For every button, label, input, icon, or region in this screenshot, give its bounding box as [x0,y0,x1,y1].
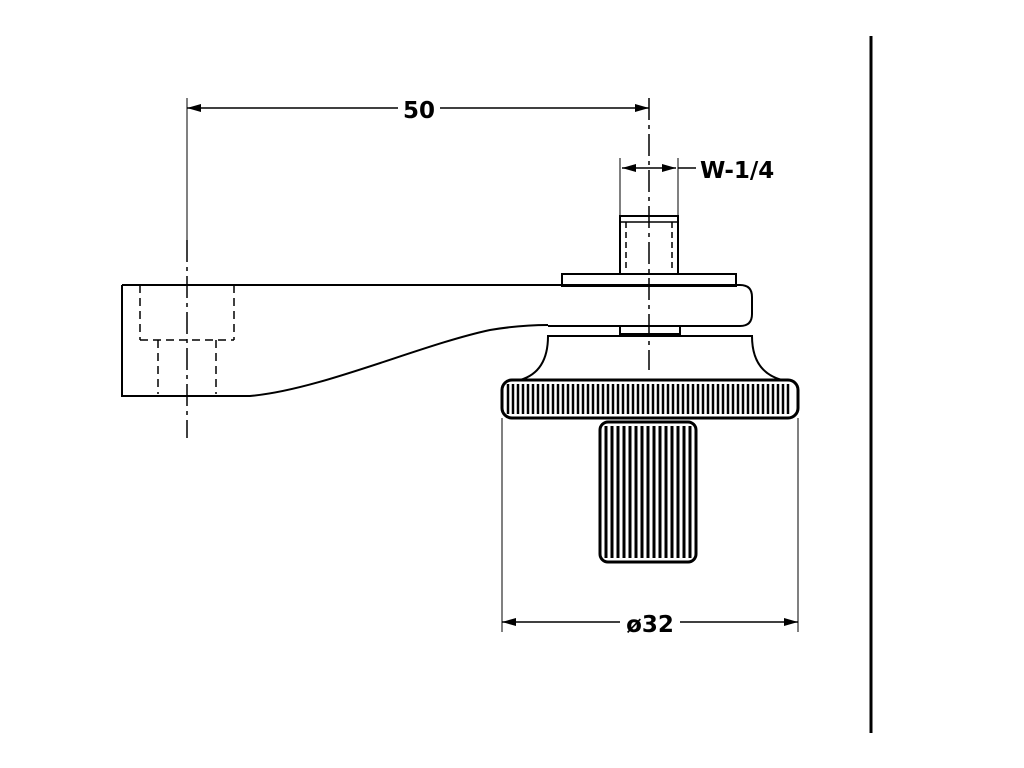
dimension-label-50: 50 [403,98,435,124]
dimension-thread: W-1/4 [619,158,774,216]
dimension-arm-length: 50 [186,98,649,240]
dimension-knob-diameter: ø32 [501,420,799,638]
head-block [519,273,783,381]
knurled-grip [598,420,698,564]
knurled-knob [500,378,800,630]
arm-hidden-bore [139,285,235,394]
dimension-label-thread: W-1/4 [700,158,774,184]
lever-arm [121,284,558,397]
dimension-label-diameter: ø32 [626,612,674,638]
